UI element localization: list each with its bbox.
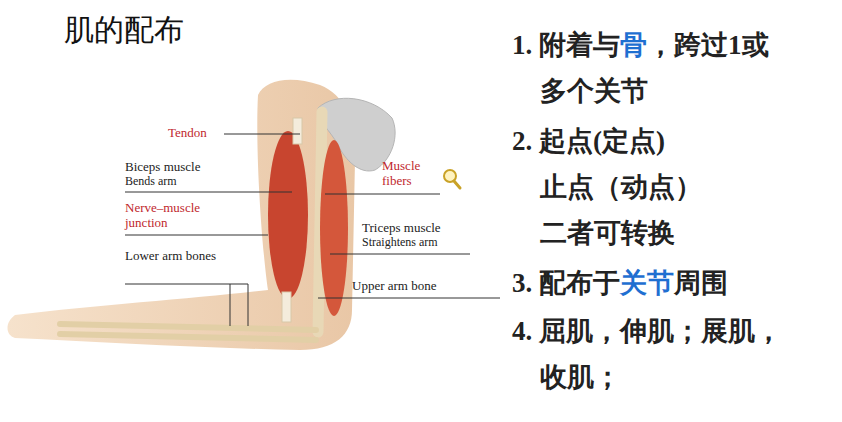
part-label: Upper arm bone	[352, 279, 436, 294]
part-label: Nerve–muscle junction	[125, 201, 235, 231]
part-label: Lower arm bones	[125, 249, 225, 264]
part-label: Muscle fibers	[382, 159, 452, 189]
part-label: Tendon	[168, 126, 207, 141]
list-text: 多个关节	[540, 74, 648, 109]
biceps-muscle	[268, 131, 308, 299]
highlight-text: 关节	[620, 266, 674, 301]
triceps-muscle	[320, 140, 348, 316]
list-text: 周围	[674, 266, 728, 301]
part-label: Triceps muscle	[362, 221, 441, 236]
part-label: Biceps muscle	[125, 160, 200, 175]
list-text: ，跨过1或	[647, 28, 769, 63]
part-note: Straightens arm	[362, 236, 438, 250]
list-text: 二者可转换	[540, 216, 675, 251]
list-text: 2. 起点(定点)	[512, 124, 665, 159]
list-text: 4. 屈肌，伸肌；展肌，	[512, 314, 782, 349]
list-text: 3. 配布于	[512, 266, 620, 301]
lower-arm-bone	[60, 324, 316, 330]
list-text: 1. 附着与	[512, 28, 620, 63]
list-text: 收肌；	[540, 360, 621, 395]
tendon-shape	[293, 118, 302, 144]
part-note: Bends arm	[125, 175, 177, 189]
list-text: 止点（动点）	[540, 170, 702, 205]
highlight-text: 骨	[620, 28, 647, 63]
slide-title: 肌的配布	[64, 10, 184, 51]
lower-arm-bone	[60, 334, 316, 340]
tendon-shape	[282, 292, 291, 322]
magnifier-icon	[444, 170, 460, 188]
arm-skin	[8, 80, 356, 350]
leader-lines	[125, 134, 500, 326]
